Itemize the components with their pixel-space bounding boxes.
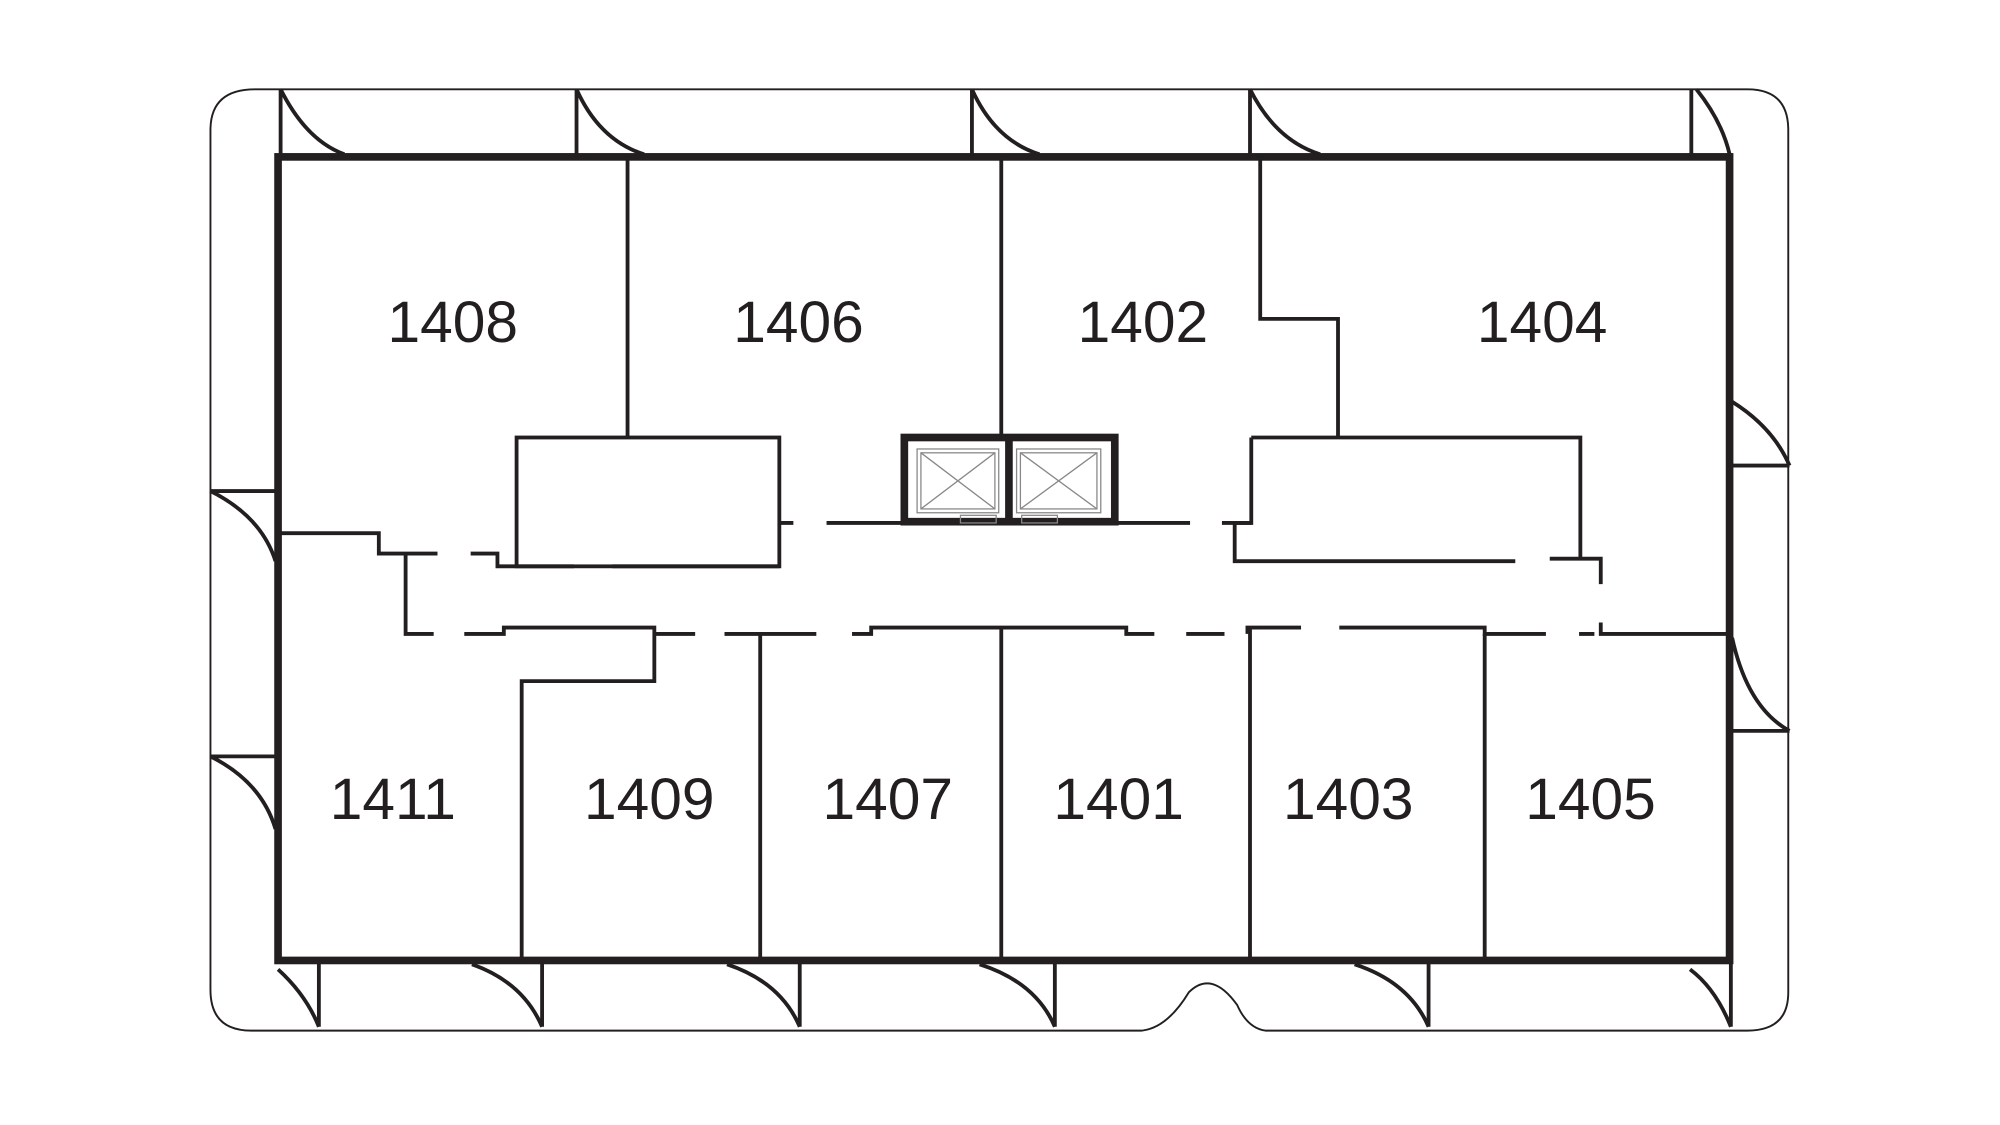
- room-1405-label[interactable]: 1405: [1525, 767, 1656, 832]
- side-doors: [209, 400, 1792, 830]
- elevator-core: [900, 433, 1119, 526]
- elevator-1: [916, 448, 1000, 524]
- room-1407-label[interactable]: 1407: [823, 767, 954, 832]
- building-outline: [209, 88, 1790, 1032]
- exterior-wall: [274, 153, 1734, 965]
- elevator-2: [1015, 448, 1102, 524]
- room-labels-bottom: 1411 1409 1407 1401 1403 1405: [330, 767, 1656, 832]
- room-1401-label[interactable]: 1401: [1053, 767, 1184, 832]
- room-1406-label[interactable]: 1406: [733, 290, 864, 355]
- room-1411-label[interactable]: 1411: [330, 767, 456, 832]
- room-1402-label[interactable]: 1402: [1078, 290, 1209, 355]
- bottom-doors: [276, 960, 1733, 1028]
- interior-walls: [278, 156, 1730, 961]
- room-1404-label[interactable]: 1404: [1477, 290, 1608, 355]
- room-labels-top: 1408 1406 1402 1404: [388, 290, 1608, 355]
- room-1408-label[interactable]: 1408: [388, 290, 518, 355]
- top-doors: [278, 88, 1732, 157]
- room-1403-label[interactable]: 1403: [1283, 767, 1413, 832]
- room-1409-label[interactable]: 1409: [584, 767, 715, 832]
